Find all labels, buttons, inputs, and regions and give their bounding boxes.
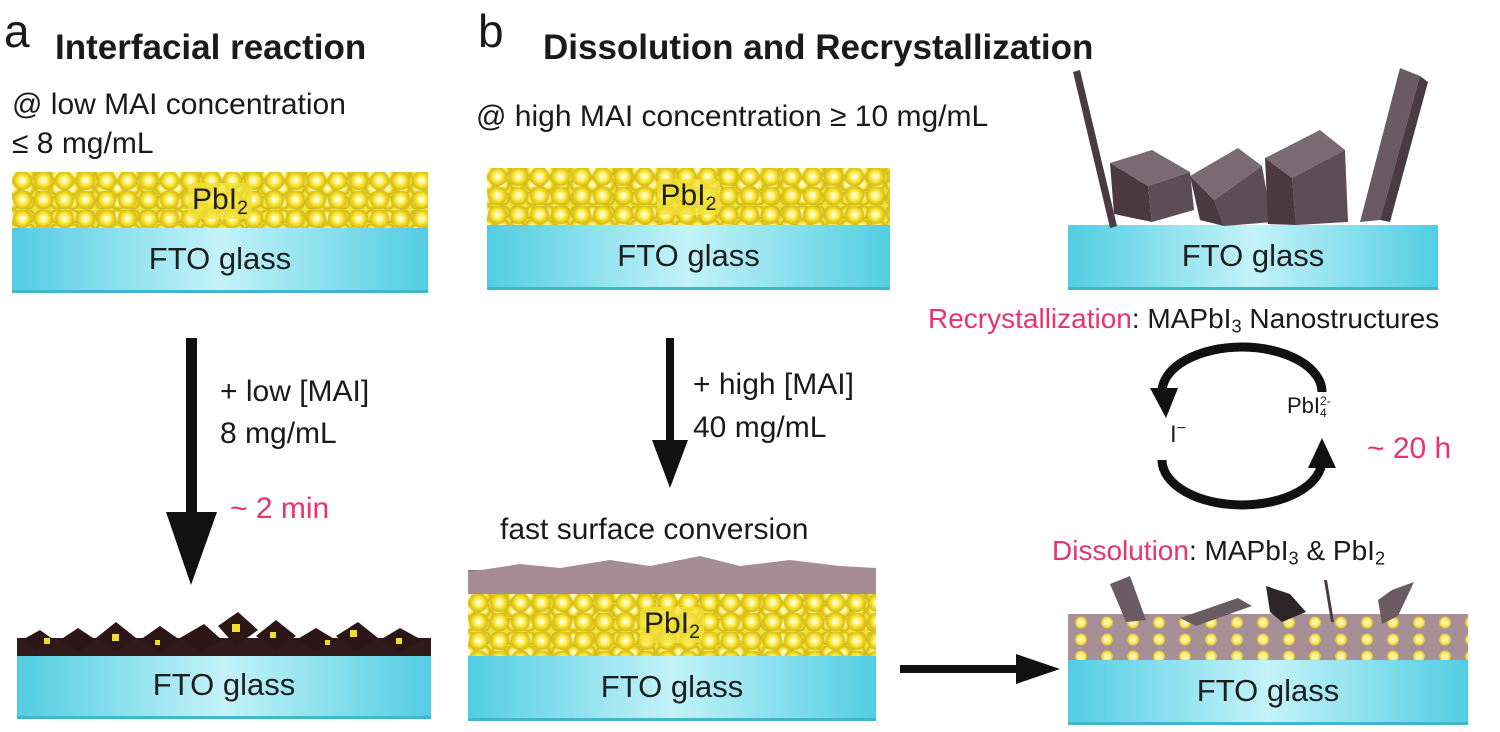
panel-b-surface-label: fast surface conversion [500,513,809,546]
panel-a-glass-top: FTO glass [12,228,428,293]
panel-b-pbi2-layer: PbI2 [487,168,890,226]
panel-a-arrow-label-line2: 8 mg/mL [220,417,337,450]
panel-b-surface-bumps [468,556,876,574]
panel-a-pbi2-layer: PbI2 [12,172,428,230]
panel-a-perovskite-crystals [17,612,431,656]
panel-a-down-arrow [166,338,217,585]
panel-b-nanostructures-bottom [1110,576,1414,626]
panel-b-arrow-label-line1: + high [MAI] [693,368,854,401]
cycle-arrowheads [1150,388,1336,468]
panel-a-condition-line2: ≤ 8 mg/mL [12,127,154,160]
panel-b-down-arrow [652,338,688,488]
dissolution-label: Dissolution: MAPbI3 & PbI2 [1052,535,1386,569]
panel-a-arrow-label-line1: + low [MAI] [220,375,370,408]
panel-b-glass-top-left: FTO glass [487,225,890,290]
panel-b-mixed-layer [1068,614,1468,660]
panel-b-heading: Dissolution and Recrystallization [543,28,1094,67]
panel-a-letter: a [4,5,30,57]
panel-b-glass-bottom-right: FTO glass [1068,660,1468,725]
panel-b-nanostructures-top [1073,68,1428,228]
recrystallization-label: Recrystallization: MAPbI3 Nanostructures [928,303,1440,337]
panel-b-right-arrow [900,654,1060,684]
panel-b-glass-top-right: FTO glass [1068,225,1438,290]
cycle-arrows [1157,342,1327,510]
panel-b-arrow-label-line2: 40 mg/mL [693,411,827,444]
dissolution-keyword: Dissolution [1052,535,1189,566]
panel-a-time: ~ 2 min [230,492,330,525]
panel-a-glass-bottom: FTO glass [17,654,431,719]
recrystallization-keyword: Recrystallization [928,303,1132,334]
panel-a-condition-line1: @ low MAI concentration [12,88,346,121]
panel-b-pbi2-label: PbI2 [656,178,721,216]
panel-b-letter: b [478,5,504,57]
panel-b-time: ~ 20 h [1367,432,1452,465]
panel-a-pbi2-label: PbI2 [188,182,252,220]
panel-b-glass-bottom-left: FTO glass [468,656,876,721]
panel-b-pbi2-bottom-layer: PbI2 [468,594,876,656]
cycle-iodide-ion: I− [1170,420,1187,448]
panel-b-condition: @ high MAI concentration ≥ 10 mg/mL [476,100,989,133]
panel-a-heading: Interfacial reaction [55,28,367,67]
panel-b-pbi2-bottom-label: PbI2 [640,606,704,644]
